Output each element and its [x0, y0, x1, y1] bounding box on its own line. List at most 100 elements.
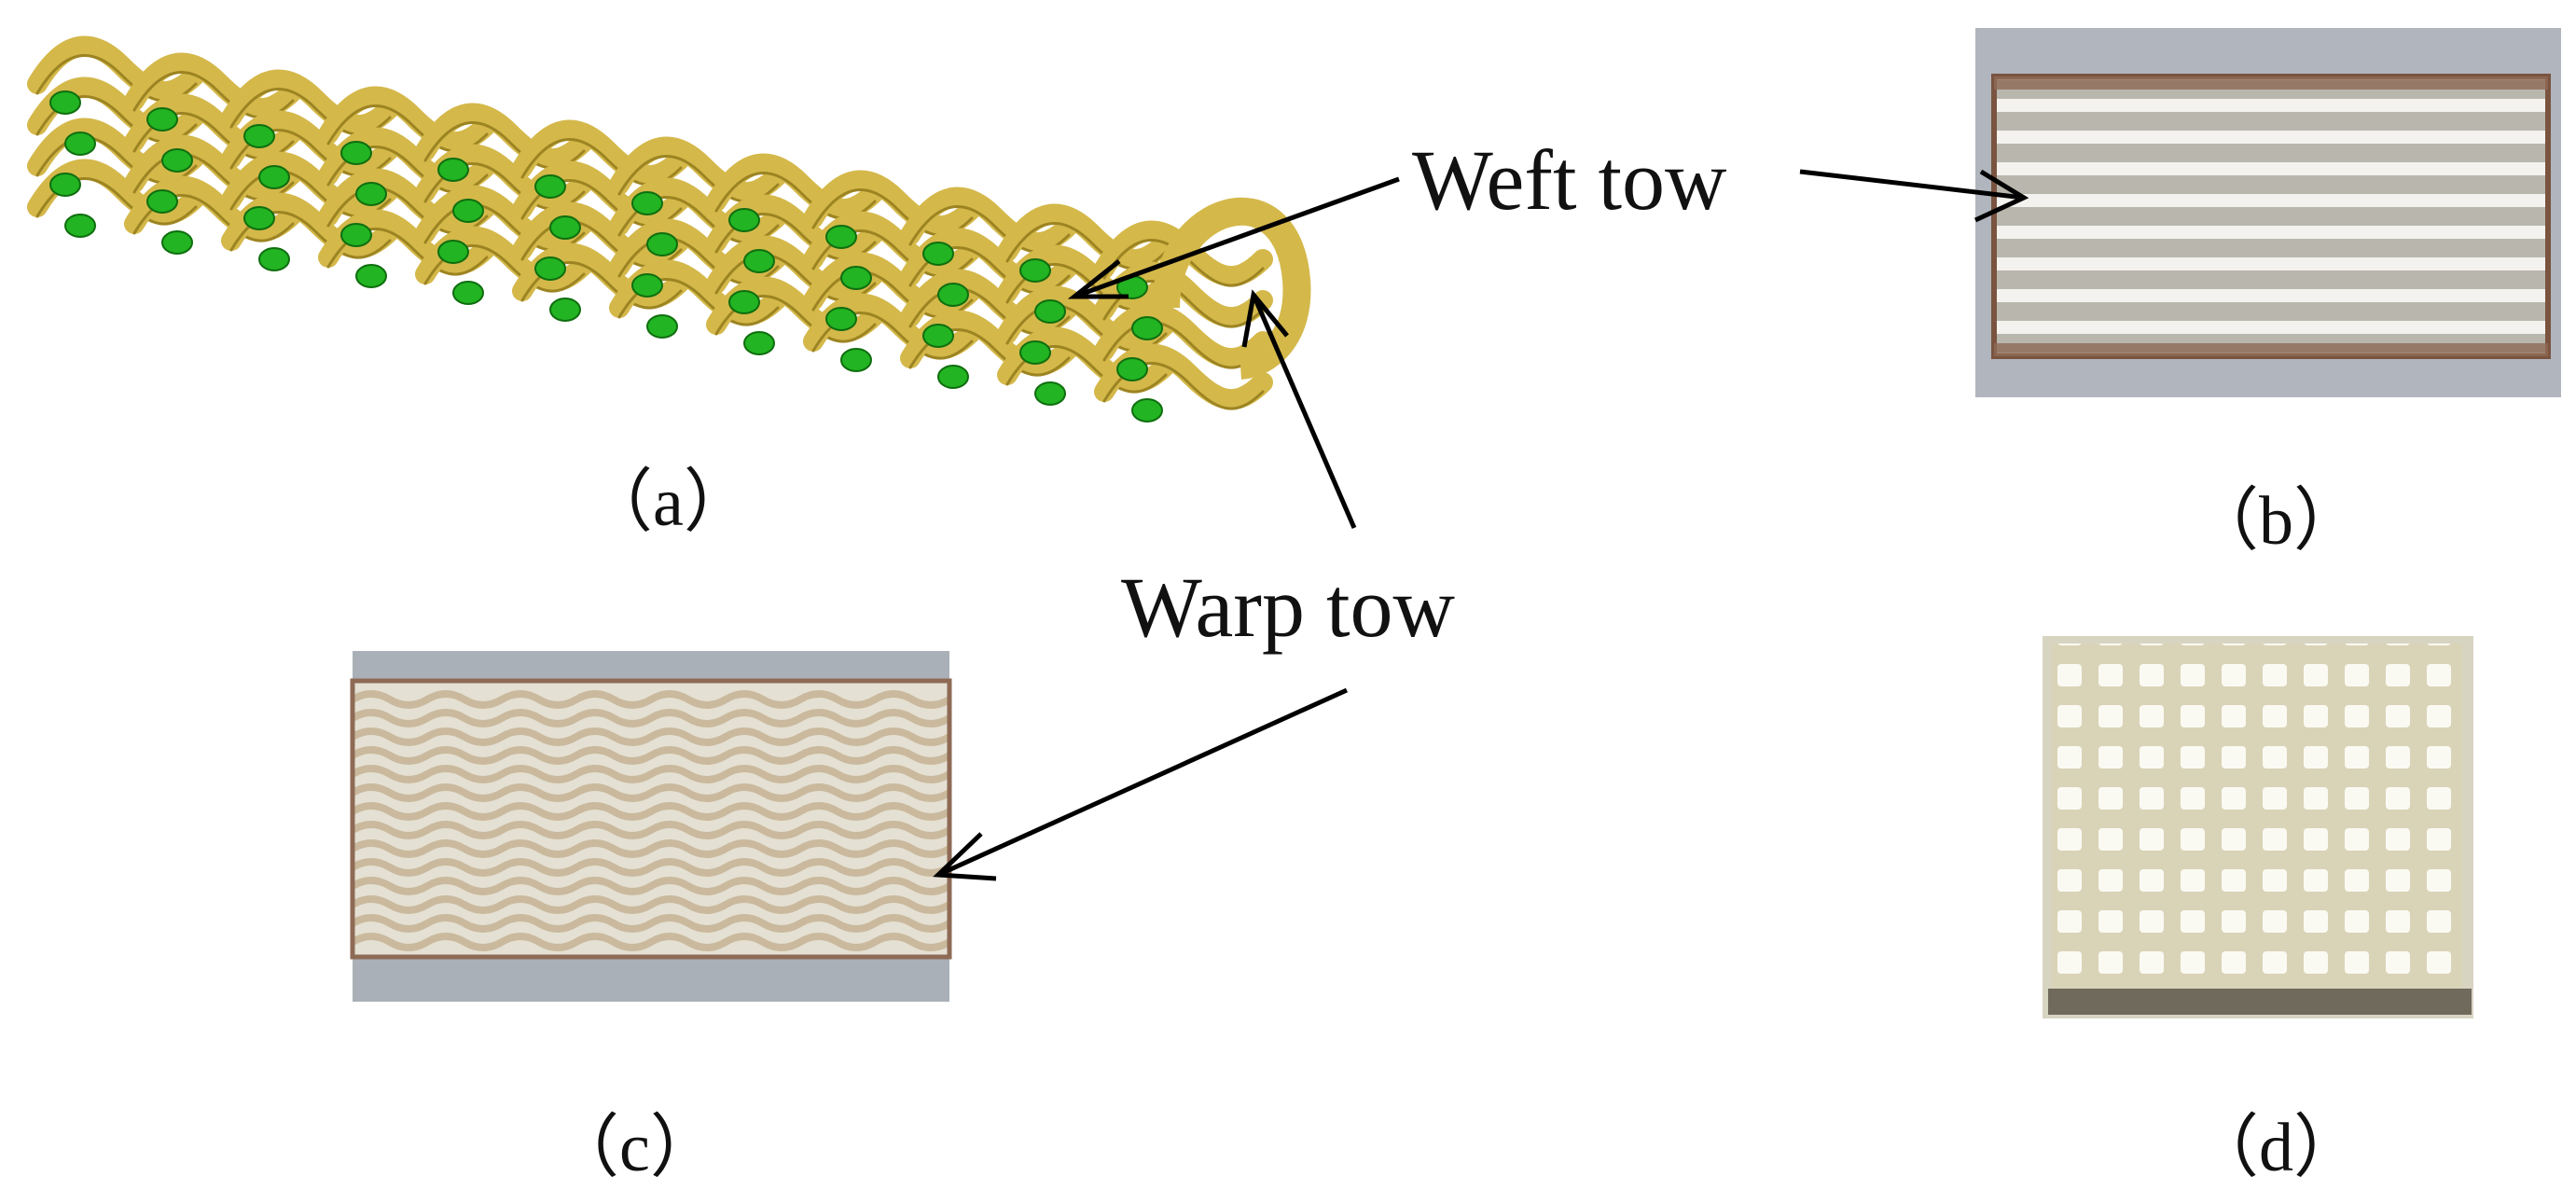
weft-tow-cross-section: [258, 165, 290, 189]
warp-yarn-segment: [27, 118, 206, 184]
warp-yarn-segment: [900, 269, 1079, 335]
warp-tow-wave: [350, 877, 952, 895]
arrow-warp-to-model: [1251, 294, 1357, 529]
weft-tow-cross-section: [355, 264, 387, 288]
weft-tow-cross-section: [452, 281, 484, 305]
panel-label-c: （c）: [550, 1110, 719, 1186]
weft-tow-cross-section: [728, 208, 760, 232]
warp-yarn-segment: [415, 185, 594, 251]
warp-yarn-segment: [997, 203, 1176, 270]
weft-tow-cross-section: [437, 240, 469, 264]
warp-yarn-edge: [1102, 321, 1265, 369]
warp-yarn-segment: [900, 187, 1079, 253]
weft-tow-cross-section: [937, 283, 969, 307]
arrowhead-warp-photo: [933, 832, 997, 881]
weft-tow-cross-section: [258, 247, 290, 271]
warp-yarn-segment: [221, 151, 400, 217]
warp-yarn-segment: [706, 235, 885, 301]
warp-yarn-segment: [124, 134, 303, 201]
warp-tow-wave: [350, 690, 952, 709]
warp-tow-wave: [350, 839, 952, 858]
weft-tow-cross-section: [161, 148, 193, 173]
warp-tow-wave: [350, 727, 952, 746]
warp-tow-wave: [350, 895, 952, 914]
weft-tow-cross-section: [825, 307, 857, 331]
weft-tow-cross-section: [1131, 398, 1163, 422]
weft-tow-label: Weft tow: [1412, 132, 1727, 228]
weft-tow-cross-section: [146, 107, 178, 132]
weft-tow-cross-section: [340, 141, 372, 165]
weft-tow-cross-section: [161, 230, 193, 255]
weft-tow-cross-section: [437, 158, 469, 182]
warp-yarn-segment: [221, 69, 400, 135]
arrow-weft-to-model: [1073, 176, 1400, 299]
warp-yarn-segment: [803, 252, 982, 318]
weft-tow-cross-section: [1131, 316, 1163, 340]
weft-tow-cross-section: [534, 174, 566, 199]
weft-tow-cross-section: [743, 249, 775, 273]
warp-yarn-segment: [609, 136, 788, 202]
weft-tow-cross-section: [922, 242, 954, 266]
warp-tow-wave: [350, 783, 952, 802]
weft-tow-cross-section: [534, 256, 566, 281]
warp-tow-wave: [350, 746, 952, 765]
weft-tow-cross-section: [937, 365, 969, 389]
warp-yarn-segment: [318, 86, 497, 152]
warp-tow-wave: [350, 765, 952, 783]
panel-label-b: （b）: [2190, 483, 2362, 560]
arrowhead-weft-model: [1067, 259, 1129, 299]
weft-tow-cross-section: [1034, 381, 1066, 406]
warp-tow-label: Warp tow: [1121, 560, 1455, 655]
warp-tow-wave: [350, 802, 952, 821]
weft-tow-cross-section: [549, 298, 581, 322]
weft-tow-cross-section: [1034, 299, 1066, 324]
arrows: [933, 169, 2029, 881]
warp-yarn-segment: [803, 170, 982, 236]
arrow-warp-to-photo: [936, 687, 1349, 878]
weft-tow-cross-section: [1116, 357, 1148, 381]
weft-tow-cross-section: [1019, 340, 1051, 365]
weft-tow-cross-section: [825, 225, 857, 249]
warp-yarn-segment: [706, 153, 885, 219]
weft-tow-cross-section: [549, 215, 581, 240]
weft-tow-cross-section: [631, 191, 663, 215]
panel-label-a: （a）: [584, 464, 753, 541]
warp-yarn-segment: [415, 103, 594, 169]
weft-tow-cross-section: [243, 206, 275, 230]
weft-tow-cross-section: [49, 173, 81, 197]
weft-tow-cross-section: [743, 331, 775, 355]
weft-tow-cross-section: [146, 189, 178, 214]
weft-tow-cross-section: [646, 232, 678, 256]
warp-tow-wave: [350, 709, 952, 727]
weft-tow-cross-section: [452, 199, 484, 223]
weft-tow-cross-section: [64, 214, 96, 238]
warp-yarn-segment: [124, 52, 303, 118]
weft-tow-cross-section: [631, 273, 663, 298]
warp-yarn-segment: [609, 218, 788, 284]
weft-tow-cross-section: [646, 314, 678, 339]
arrow-weft-to-photo: [1799, 169, 2025, 201]
weft-tow-cross-section: [1019, 258, 1051, 283]
photo-d-top-face: [2043, 636, 2473, 1018]
weft-tow-cross-section: [355, 182, 387, 206]
woven-model-3d: [27, 35, 1311, 422]
warp-tow-wave: [350, 821, 952, 839]
warp-tow-wave: [350, 914, 952, 933]
weft-tow-cross-section: [49, 90, 81, 115]
weft-tow-cross-section: [340, 223, 372, 247]
weft-tow-cross-section: [728, 290, 760, 314]
warp-tow-wave: [350, 933, 952, 951]
warp-yarn-segment: [512, 201, 691, 268]
warp-yarn-segment: [512, 119, 691, 186]
weft-tow-cross-section: [64, 132, 96, 156]
weft-tow-cross-section: [243, 124, 275, 148]
warp-tow-wave: [350, 858, 952, 877]
arrowhead-weft-photo: [1974, 169, 2029, 223]
photo-b-weft-face: [1975, 28, 2561, 397]
panel-label-d: （d）: [2190, 1110, 2362, 1186]
warp-yarn-segment: [997, 285, 1176, 352]
warp-yarn-segment: [318, 168, 497, 234]
photo-c-warp-face: [350, 651, 952, 1002]
warp-yarn-segment: [1094, 302, 1273, 368]
